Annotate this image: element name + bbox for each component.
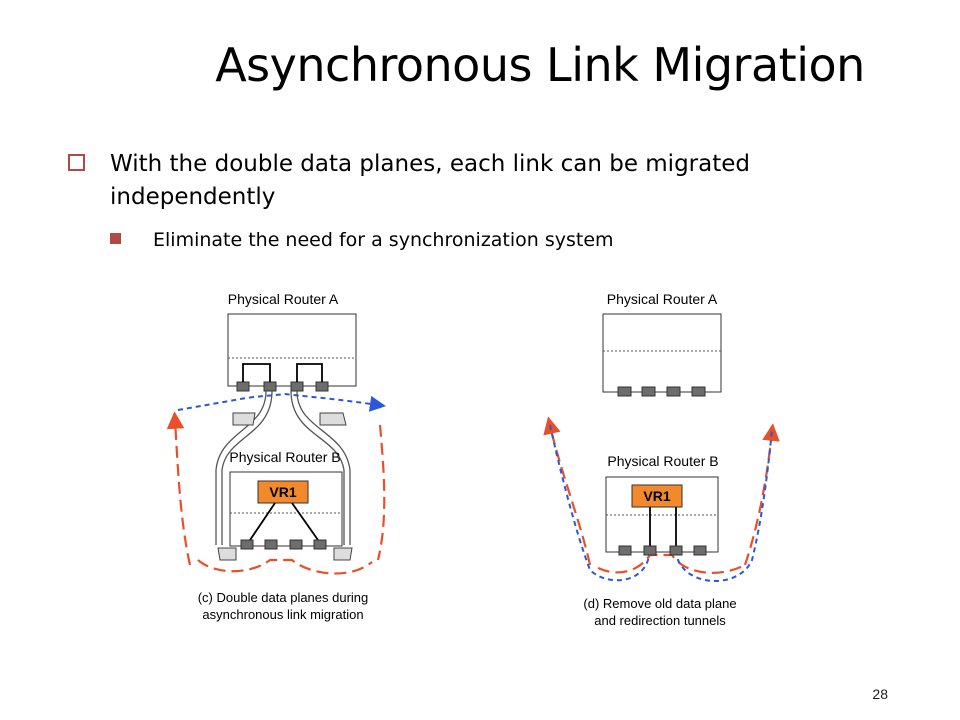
port [236, 381, 250, 392]
port [617, 386, 632, 397]
port [290, 381, 304, 392]
bullet-main: With the double data planes, each link c… [68, 148, 888, 214]
right-vr1-box [631, 484, 683, 508]
left-router-a [227, 313, 357, 387]
right-router-b-ports [618, 545, 707, 556]
right-router-a-label: Physical Router A [607, 291, 718, 307]
left-vr1-label: VR1 [269, 484, 296, 500]
diagram-left: Physical Router A Physica [166, 291, 386, 622]
port [315, 381, 329, 392]
port [643, 545, 657, 556]
port [691, 386, 706, 397]
port [666, 386, 681, 397]
left-router-b-label: Physical Router B [229, 449, 340, 465]
port [693, 545, 707, 556]
page-number: 28 [872, 686, 888, 702]
port [313, 539, 327, 550]
bullet-main-text: With the double data planes, each link c… [110, 151, 750, 210]
right-caption-line1: (d) Remove old data plane [583, 596, 736, 611]
left-router-a-label: Physical Router A [228, 291, 339, 307]
link-box [333, 547, 353, 561]
link-box [232, 412, 256, 426]
right-router-a [602, 313, 722, 393]
bullet-sub-text: Eliminate the need for a synchronization… [153, 229, 614, 251]
port [289, 539, 303, 550]
port [669, 545, 683, 556]
left-router-b-ports [240, 539, 327, 550]
left-tunnels [215, 390, 351, 545]
port [264, 539, 278, 550]
port [618, 545, 632, 556]
link-box [217, 547, 237, 561]
hollow-square-bullet-icon [68, 154, 85, 171]
port [240, 539, 254, 550]
right-router-b-label: Physical Router B [607, 453, 718, 469]
port [641, 386, 656, 397]
port [263, 381, 277, 392]
bullet-sub: Eliminate the need for a synchronization… [110, 227, 870, 253]
right-caption-line2: and redirection tunnels [594, 613, 726, 628]
right-router-a-ports [617, 386, 706, 397]
left-caption-line2: asynchronous link migration [202, 607, 363, 622]
filled-square-bullet-icon [110, 233, 121, 244]
diagram-right: Physical Router A Physical Router B VR1 [543, 291, 780, 628]
left-caption-line1: (c) Double data planes during [198, 590, 369, 605]
link-box [319, 412, 347, 426]
slide-title: Asynchronous Link Migration [215, 38, 865, 92]
right-vr1-label: VR1 [643, 488, 670, 504]
left-vr1-box [257, 480, 309, 504]
